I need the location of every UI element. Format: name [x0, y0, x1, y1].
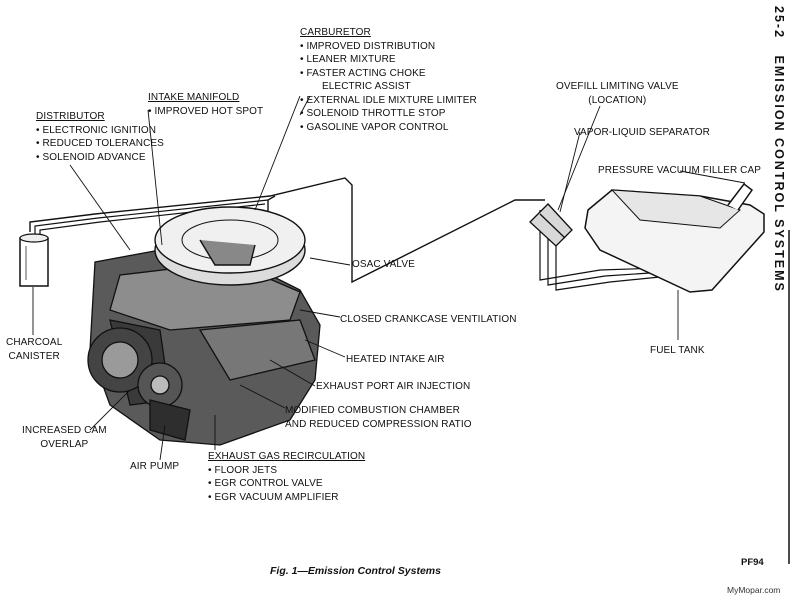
combustion-chamber-line: AND REDUCED COMPRESSION RATIO	[285, 418, 472, 430]
combustion-chamber-label: MODIFIED COMBUSTION CHAMBER AND REDUCED …	[285, 404, 472, 431]
distributor-item: REDUCED TOLERANCES	[36, 137, 164, 151]
intake-manifold-label: INTAKE MANIFOLD IMPROVED HOT SPOT	[148, 91, 263, 118]
distributor-item: ELECTRONIC IGNITION	[36, 124, 164, 138]
crankcase-ventilation-label: CLOSED CRANKCASE VENTILATION	[340, 314, 517, 325]
carburetor-item: GASOLINE VAPOR CONTROL	[300, 121, 477, 135]
watermark: MyMopar.com	[727, 585, 781, 595]
carburetor-item: FASTER ACTING CHOKE	[300, 67, 477, 81]
filler-cap-label: PRESSURE VACUUM FILLER CAP	[598, 165, 762, 176]
overfill-valve-line: (LOCATION)	[588, 94, 647, 106]
carburetor-label: CARBURETOR IMPROVED DISTRIBUTION LEANER …	[300, 26, 477, 134]
carburetor-item: EXTERNAL IDLE MIXTURE LIMITER	[300, 94, 477, 108]
intake-manifold-heading: INTAKE MANIFOLD	[148, 92, 240, 103]
charcoal-canister	[19, 233, 49, 287]
egr-item: EGR CONTROL VALVE	[208, 477, 365, 491]
section-title: EMISSION CONTROL SYSTEMS	[772, 55, 786, 293]
section-divider	[788, 230, 790, 564]
intake-manifold-item: IMPROVED HOT SPOT	[148, 105, 263, 119]
egr-label: EXHAUST GAS RECIRCULATION FLOOR JETS EGR…	[208, 450, 365, 504]
carburetor-item: LEANER MIXTURE	[300, 53, 477, 67]
air-cleaner	[154, 195, 306, 286]
exhaust-port-air-label: EXHAUST PORT AIR INJECTION	[316, 381, 471, 392]
vapor-separator-label: VAPOR-LIQUID SEPARATOR	[574, 127, 710, 138]
egr-item: EGR VACUUM AMPLIFIER	[208, 491, 365, 505]
cam-overlap-line: INCREASED CAM	[22, 425, 107, 436]
carburetor-item: ELECTRIC ASSIST	[322, 81, 411, 92]
charcoal-canister-label: CHARCOAL CANISTER	[6, 336, 62, 363]
overfill-valve-label: OVEFILL LIMITING VALVE (LOCATION)	[556, 80, 679, 107]
heated-intake-air-label: HEATED INTAKE AIR	[346, 354, 445, 365]
distributor-label: DISTRIBUTOR ELECTRONIC IGNITION REDUCED …	[36, 110, 164, 164]
charcoal-canister-line: CHARCOAL	[6, 337, 63, 348]
figure-code: PF94	[741, 557, 764, 568]
carburetor-item: SOLENOID THROTTLE STOP	[300, 107, 477, 121]
carburetor-heading: CARBURETOR	[300, 27, 371, 38]
egr-item: FLOOR JETS	[208, 464, 365, 478]
combustion-chamber-line: MODIFIED COMBUSTION CHAMBER	[285, 405, 460, 416]
cam-overlap-line: OVERLAP	[40, 438, 89, 450]
fuel-tank-drawing	[584, 182, 765, 293]
section-number: 25-2	[772, 6, 786, 40]
leader-lines	[32, 95, 746, 461]
egr-heading: EXHAUST GAS RECIRCULATION	[208, 451, 366, 462]
fuel-tank-label: FUEL TANK	[650, 345, 705, 356]
distributor-item: SOLENOID ADVANCE	[36, 151, 164, 165]
cam-overlap-label: INCREASED CAM OVERLAP	[22, 424, 107, 451]
distributor-heading: DISTRIBUTOR	[36, 111, 105, 122]
overfill-valve-line: OVEFILL LIMITING VALVE	[556, 81, 679, 92]
air-pump-label: AIR PUMP	[130, 461, 180, 472]
vapor-liquid-separator	[529, 203, 573, 247]
section-header: 25-2 EMISSION CONTROL SYSTEMS	[772, 6, 786, 293]
osac-valve-label: OSAC VALVE	[352, 259, 415, 270]
carburetor-item: IMPROVED DISTRIBUTION	[300, 40, 477, 54]
figure-caption: Fig. 1—Emission Control Systems	[270, 565, 441, 577]
charcoal-canister-line: CANISTER	[8, 350, 60, 362]
